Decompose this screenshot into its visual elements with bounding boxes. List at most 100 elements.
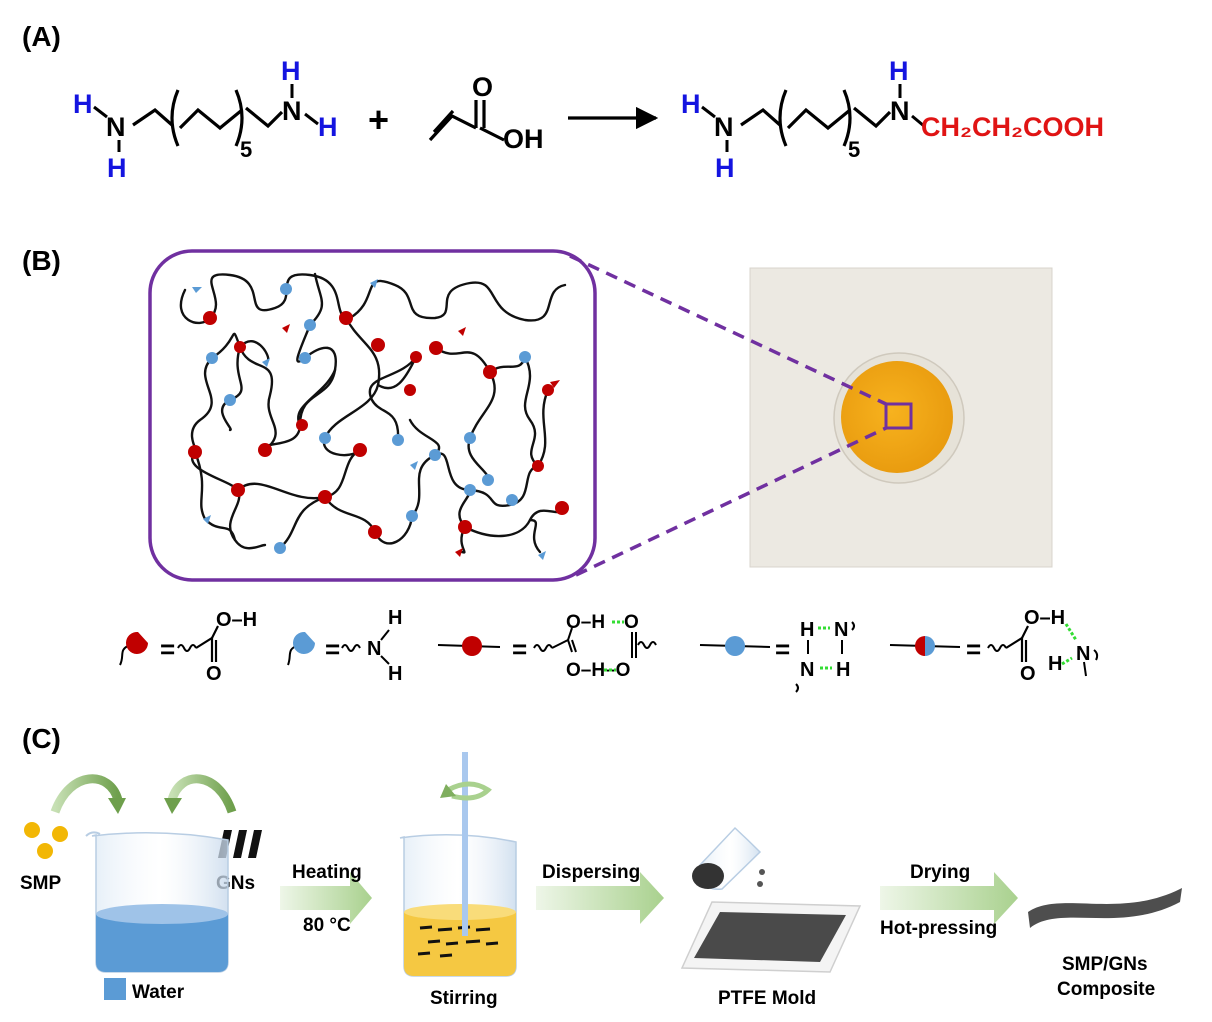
repeat-subscript: 5 bbox=[848, 137, 860, 162]
atom-h: H bbox=[889, 56, 909, 86]
svg-text:O: O bbox=[624, 612, 639, 633]
node-acid-acid bbox=[542, 384, 554, 396]
atom-h: H bbox=[681, 89, 701, 119]
svg-text:=: = bbox=[325, 634, 340, 664]
sample-photo-frame bbox=[749, 267, 1053, 568]
node-acid-acid bbox=[368, 525, 382, 539]
svg-text:N: N bbox=[367, 638, 381, 660]
curved-arrow-smp bbox=[50, 774, 123, 814]
atom-n: N bbox=[890, 96, 910, 126]
hot-pressing-label: Hot-pressing bbox=[880, 918, 997, 939]
free-amine-end bbox=[203, 515, 211, 524]
mold-label: PTFE Mold bbox=[718, 988, 816, 1009]
plus-sign: + bbox=[368, 99, 389, 140]
svg-text:O–H: O–H bbox=[216, 609, 257, 631]
node-amine-amine bbox=[274, 542, 286, 554]
node-acid-acid bbox=[353, 443, 367, 457]
composite-label-line-1: SMP/GNs bbox=[1062, 954, 1148, 975]
node-acid-amine bbox=[296, 419, 308, 431]
node-acid-acid bbox=[188, 445, 202, 459]
panel-b-label: (B) bbox=[22, 245, 61, 276]
atom-n: N bbox=[282, 96, 302, 126]
composite-film bbox=[1028, 888, 1182, 928]
svg-text:O–H–O: O–H–O bbox=[566, 660, 630, 681]
free-amine-end bbox=[538, 551, 546, 560]
ptfe-mold bbox=[680, 901, 862, 973]
svg-text:=: = bbox=[966, 634, 981, 664]
node-amine-amine bbox=[299, 352, 311, 364]
stirring-label: Stirring bbox=[430, 988, 498, 1009]
legend-acid-dimer: = O–H O–H–O O bbox=[437, 612, 657, 681]
node-acid-amine bbox=[464, 432, 476, 444]
polymer-film-disk bbox=[841, 361, 953, 473]
svg-text:O: O bbox=[1020, 663, 1036, 685]
diamine-reactant: H N H 5 N H H bbox=[73, 56, 338, 183]
water-beaker bbox=[85, 831, 229, 973]
panel-a-label: (A) bbox=[22, 21, 61, 52]
network-zoom-box bbox=[148, 249, 597, 582]
atom-h: H bbox=[281, 56, 301, 86]
free-acid-end bbox=[455, 548, 463, 557]
svg-text:H: H bbox=[388, 607, 402, 629]
zoom-dashed-line-bottom bbox=[575, 426, 887, 577]
free-acid-end bbox=[458, 327, 466, 336]
svg-text:N: N bbox=[1076, 643, 1090, 665]
node-acid-acid bbox=[371, 338, 385, 352]
svg-text:O: O bbox=[206, 663, 222, 685]
stirring-beaker bbox=[399, 834, 517, 977]
node-acid-acid bbox=[532, 460, 544, 472]
node-acid-amine bbox=[506, 494, 518, 506]
node-amine-amine bbox=[280, 283, 292, 295]
svg-text:=: = bbox=[775, 634, 790, 664]
node-amine-amine bbox=[429, 449, 441, 461]
water-label: Water bbox=[132, 982, 185, 1003]
repeat-subscript: 5 bbox=[240, 137, 252, 162]
node-acid-acid bbox=[410, 351, 422, 363]
svg-text:N: N bbox=[834, 619, 848, 641]
legend-acid-amine: = O–H O H N bbox=[889, 607, 1099, 685]
smp-label: SMP bbox=[20, 873, 62, 894]
node-acid-acid bbox=[318, 490, 332, 504]
heating-arrow bbox=[280, 872, 372, 924]
node-acid-amine bbox=[234, 341, 246, 353]
node-acid-acid bbox=[555, 501, 569, 515]
node-amine-amine bbox=[206, 352, 218, 364]
svg-text:O–H: O–H bbox=[566, 612, 605, 633]
legend-row: = O–H O = N H H = bbox=[119, 607, 1099, 693]
node-amine-amine bbox=[519, 351, 531, 363]
free-amine-end bbox=[370, 279, 378, 288]
water-legend-swatch bbox=[104, 978, 126, 1000]
node-amine-amine bbox=[482, 474, 494, 486]
zoom-region-box bbox=[884, 402, 913, 430]
legend-free-amine: = N H H bbox=[287, 607, 402, 685]
node-acid-acid bbox=[231, 483, 245, 497]
node-acid-amine bbox=[224, 394, 236, 406]
svg-text:=: = bbox=[160, 634, 175, 664]
rotation-icon bbox=[446, 781, 492, 801]
free-amine-end bbox=[262, 358, 270, 367]
pouring-beaker bbox=[692, 826, 765, 891]
svg-text:H: H bbox=[388, 663, 402, 685]
svg-text:H: H bbox=[1048, 653, 1062, 675]
node-acid-amine bbox=[392, 434, 404, 446]
acrylic-acid: O OH bbox=[428, 72, 544, 154]
node-amine-amine bbox=[319, 432, 331, 444]
node-acid-amine bbox=[464, 484, 476, 496]
atom-h: H bbox=[73, 89, 93, 119]
legend-free-acid: = O–H O bbox=[119, 609, 257, 685]
temperature-label: 80 °C bbox=[303, 915, 351, 936]
dispersing-label: Dispersing bbox=[542, 862, 640, 883]
free-amine-end bbox=[192, 287, 202, 293]
free-amine-end bbox=[410, 461, 418, 470]
node-acid-acid bbox=[258, 443, 272, 457]
node-amine-amine bbox=[406, 510, 418, 522]
drying-label: Drying bbox=[910, 862, 970, 883]
curved-arrow-gns bbox=[167, 774, 237, 814]
node-acid-acid bbox=[458, 520, 472, 534]
free-acid-end bbox=[282, 324, 290, 333]
atom-h: H bbox=[715, 153, 735, 183]
carboxyethyl-group: CH₂CH₂COOH bbox=[921, 112, 1104, 142]
svg-text:=: = bbox=[512, 634, 527, 664]
hydroxyl: OH bbox=[503, 124, 544, 154]
